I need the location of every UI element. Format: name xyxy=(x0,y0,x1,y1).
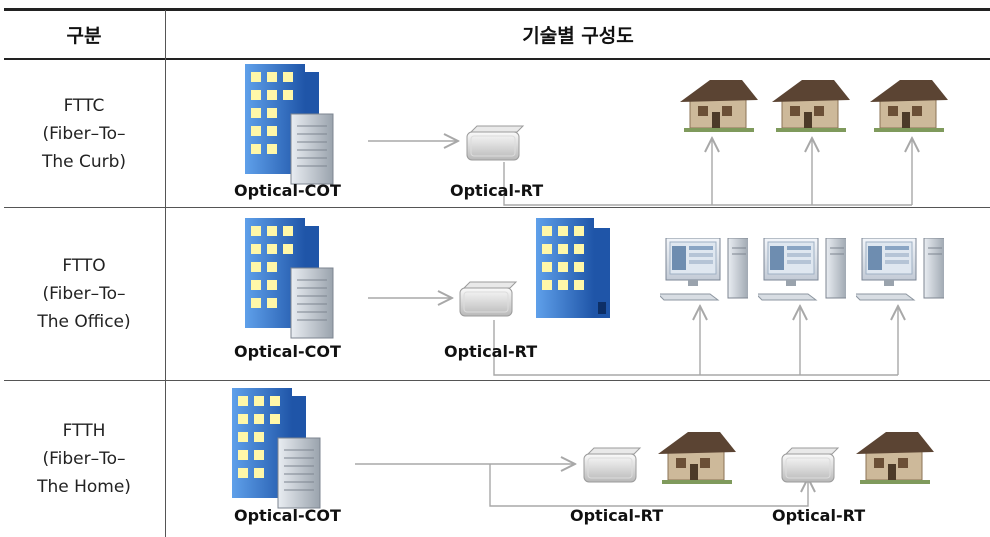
optical-rt-label: Optical-RT xyxy=(444,342,538,361)
row-divider xyxy=(4,207,990,208)
optical-cot-label: Optical-COT xyxy=(234,342,341,361)
category-line: The Home) xyxy=(37,477,131,497)
category-line: FTTO xyxy=(62,256,106,276)
column-divider xyxy=(165,10,166,537)
category-line: (Fiber–To– xyxy=(42,449,126,469)
top-border xyxy=(4,8,990,11)
optical-cot-label: Optical-COT xyxy=(234,506,341,525)
category-line: FTTC xyxy=(63,95,105,116)
optical-rt-label: Optical-RT xyxy=(772,506,866,525)
category-line: (Fiber–To– xyxy=(42,284,126,304)
category-line: FTTH xyxy=(62,421,106,441)
category-ftto: FTTO (Fiber–To– The Office) xyxy=(4,208,164,380)
office-building-server-icon xyxy=(232,388,321,509)
optical-rt-label: Optical-RT xyxy=(570,506,664,525)
category-line: (Fiber–To– xyxy=(42,123,126,144)
optical-rt-label: Optical-RT xyxy=(450,181,544,200)
row-divider xyxy=(4,380,990,381)
header-bottom-border xyxy=(4,58,990,60)
optical-rt-box-icon xyxy=(781,447,839,483)
header-diagram: 기술별 구성도 xyxy=(522,25,634,47)
category-line: The Office) xyxy=(37,312,131,332)
house-icon xyxy=(856,431,935,485)
category-fttc: FTTC (Fiber–To– The Curb) xyxy=(4,60,164,207)
house-icon xyxy=(658,431,737,485)
optical-rt-box-icon xyxy=(583,447,641,483)
category-line: The Curb) xyxy=(41,151,127,172)
optical-cot-label: Optical-COT xyxy=(234,181,341,200)
header-category: 구분 xyxy=(66,25,102,47)
category-ftth: FTTH (Fiber–To– The Home) xyxy=(4,381,164,537)
